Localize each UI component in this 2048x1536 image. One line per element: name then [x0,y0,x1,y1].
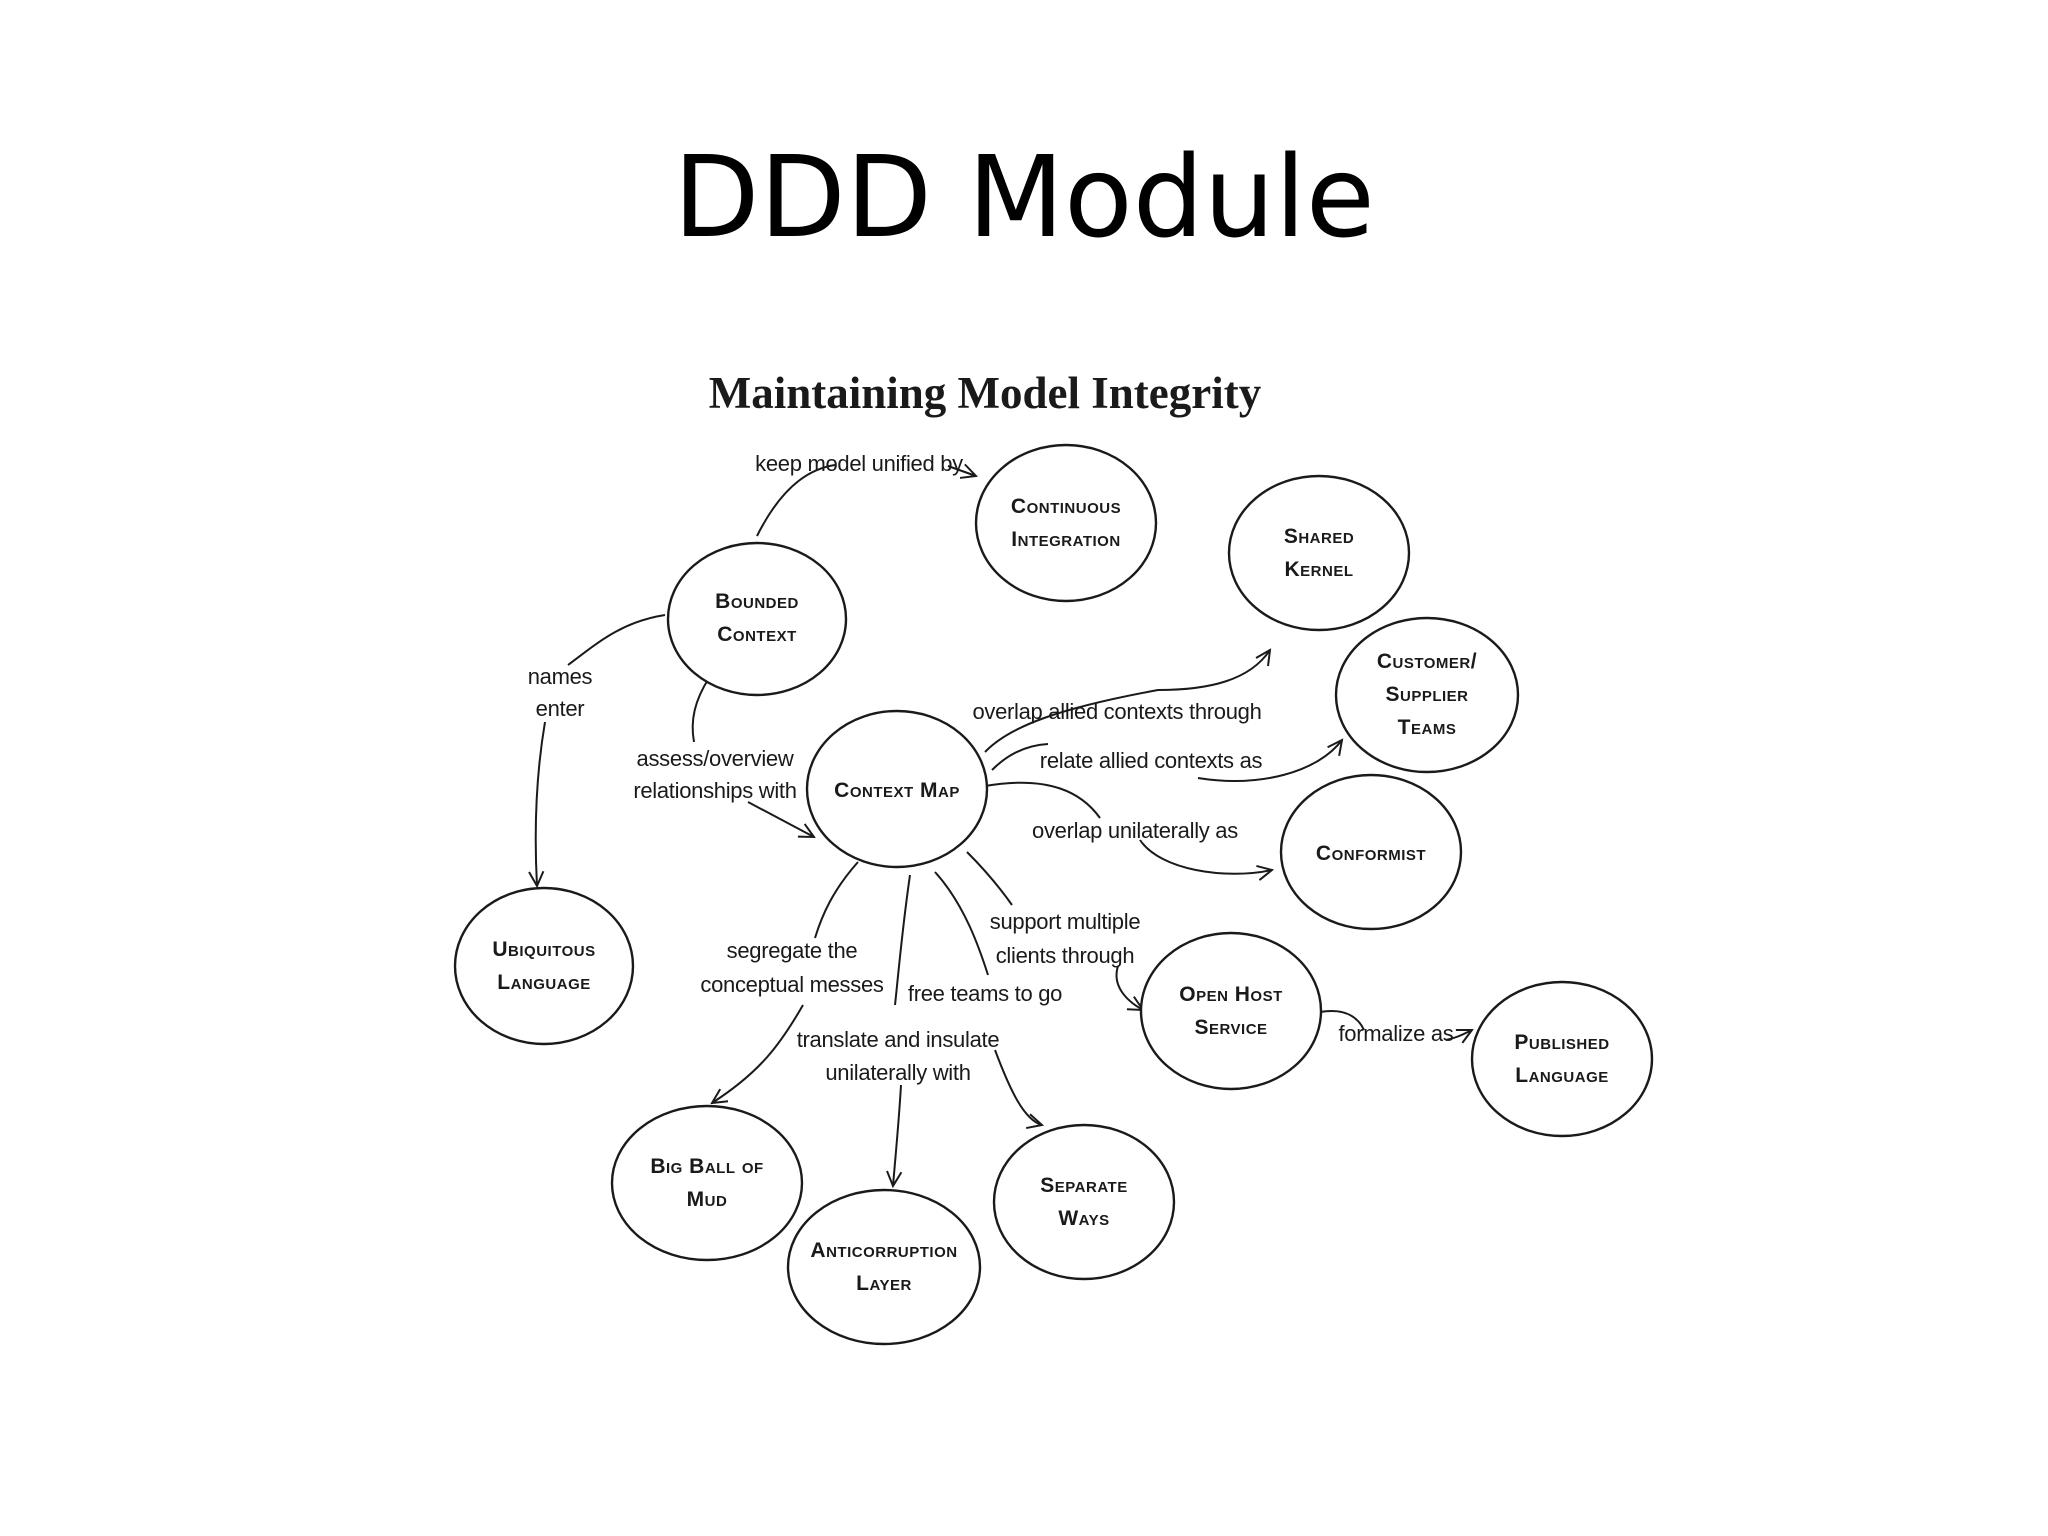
svg-text:Context Map: Context Map [834,779,960,802]
svg-text:Integration: Integration [1011,528,1120,551]
node-open-host-service: Open Host Service [1139,931,1323,1091]
edge-overlap-allied [984,650,1270,753]
label-free-teams: free teams to go [908,981,1062,1006]
edge-segregate [814,861,859,939]
label-assess-overview: assess/overview [637,746,794,771]
label-translate-insulate: unilaterally with [825,1060,970,1085]
node-ubiquitous-language: Ubiquitous Language [453,886,635,1046]
node-published-language: Published Language [1470,980,1654,1138]
edge-names-enter-bottom [536,721,546,886]
label-keep-model-unified: keep model unified by [755,451,963,476]
svg-text:Customer/: Customer/ [1377,650,1477,673]
edge-keep-model-unified-arrow [947,466,976,476]
edge-assess-overview-top [691,677,710,743]
edge-overlap-unilaterally [984,781,1101,819]
svg-text:Shared: Shared [1284,525,1354,548]
edge-support-multiple-tail [1115,965,1143,1010]
label-translate-insulate: translate and insulate [797,1027,1000,1052]
node-separate-ways: Separate Ways [992,1123,1176,1281]
label-support-multiple: clients through [996,943,1135,968]
label-overlap-allied: overlap allied contexts through [972,699,1261,724]
diagram-title: Maintaining Model Integrity [709,368,1262,418]
edge-formalize-as [1319,1010,1365,1031]
edge-labels: keep model unified by names enter assess… [528,451,1454,1085]
svg-text:Ways: Ways [1058,1207,1109,1230]
svg-text:Kernel: Kernel [1284,558,1353,581]
slide-title: DDD Module [673,133,1375,263]
edge-free-teams-tail [994,1049,1042,1125]
svg-text:Supplier: Supplier [1385,683,1468,706]
label-formalize-as: formalize as [1339,1021,1454,1046]
edge-segregate-tail [712,1004,804,1103]
svg-text:Context: Context [717,623,797,646]
svg-text:Bounded: Bounded [715,590,799,613]
svg-text:Big Ball of: Big Ball of [650,1155,763,1178]
edge-formalize-as-tail [1445,1030,1472,1040]
svg-text:Open Host: Open Host [1179,983,1283,1006]
label-segregate: conceptual messes [700,972,884,997]
svg-text:Ubiquitous: Ubiquitous [492,938,595,961]
node-bounded-context: Bounded Context [666,541,848,697]
node-continuous-integration: Continuous Integration [974,443,1158,603]
edge-keep-model-unified [756,464,836,537]
label-assess-overview: relationships with [633,778,796,803]
node-context-map: Context Map [805,709,989,869]
edge-support-multiple [966,851,1013,906]
node-conformist: Conformist [1279,773,1463,931]
label-support-multiple: support multiple [990,909,1141,934]
node-big-ball-of-mud: Big Ball of Mud [610,1104,804,1262]
svg-text:Separate: Separate [1040,1174,1127,1197]
edge-assess-overview-bottom [747,801,814,837]
edge-relate-allied [991,743,1049,771]
svg-text:Mud: Mud [687,1188,728,1211]
edges [536,465,1472,1186]
node-shared-kernel: Shared Kernel [1227,474,1411,632]
edge-overlap-unilaterally-tail [1139,839,1272,874]
svg-text:Teams: Teams [1398,716,1457,739]
svg-text:Conformist: Conformist [1316,842,1426,865]
nodes: Bounded Context Continuous Integration S… [453,443,1654,1346]
node-anticorruption-layer: Anticorruption Layer [786,1188,982,1346]
svg-text:Layer: Layer [856,1272,912,1295]
label-segregate: segregate the [727,938,858,963]
svg-text:Service: Service [1194,1016,1267,1039]
svg-text:Anticorruption: Anticorruption [810,1239,957,1262]
svg-text:Continuous: Continuous [1011,495,1121,518]
edge-translate-insulate [894,874,911,1006]
edge-names-enter-top [567,614,666,666]
edge-relate-allied-tail [1197,740,1342,782]
svg-text:Language: Language [1515,1064,1609,1087]
edge-translate-insulate-tail [893,1084,901,1186]
svg-text:Language: Language [497,971,591,994]
label-relate-allied: relate allied contexts as [1040,748,1263,773]
node-customer-supplier-teams: Customer/ Supplier Teams [1334,616,1520,774]
edge-free-teams [934,871,989,976]
label-names-enter: enter [536,696,585,721]
label-names-enter: names [528,664,593,689]
label-overlap-unilaterally: overlap unilaterally as [1032,818,1238,843]
svg-text:Published: Published [1514,1031,1609,1054]
